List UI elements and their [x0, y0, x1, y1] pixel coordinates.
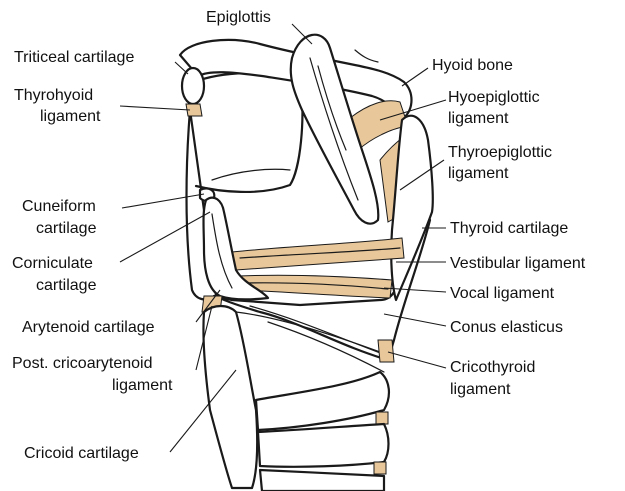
label-thyroepiglottic-2: ligament [448, 164, 508, 183]
leader-hyoid [402, 68, 428, 86]
label-vestibular: Vestibular ligament [450, 254, 585, 273]
leader-triticeal [175, 62, 188, 74]
label-corniculate-2: cartilage [36, 276, 96, 295]
label-vocal: Vocal ligament [450, 284, 554, 303]
trachea-ring-1 [256, 372, 389, 430]
label-hyoid: Hyoid bone [432, 56, 513, 75]
label-corniculate-1: Corniculate [12, 254, 93, 273]
label-cricoid: Cricoid cartilage [24, 444, 139, 463]
vestibular-ligament-shape [232, 238, 404, 270]
label-thyroid-cartilage: Thyroid cartilage [450, 219, 568, 238]
label-post-crico-1: Post. cricoarytenoid [12, 354, 153, 373]
trachea-ring-3 [260, 470, 384, 491]
triticeal-cartilage-shape [182, 68, 204, 104]
thyroid-notch-line [212, 169, 290, 180]
label-cuneiform-2: cartilage [36, 219, 96, 238]
label-hyoepiglottic-1: Hyoepiglottic [448, 88, 540, 107]
trachea-ligament-2 [374, 462, 386, 474]
cricothyroid-ligament-shape [378, 340, 394, 362]
thyroid-upper-edge [196, 73, 302, 192]
label-thyroepiglottic-1: Thyroepiglottic [448, 143, 552, 162]
label-thyrohyoid-2: ligament [40, 107, 100, 126]
label-epiglottis: Epiglottis [206, 8, 271, 27]
label-cricothyroid-2: ligament [450, 380, 510, 399]
leader-thyrohyoid [120, 106, 190, 110]
label-conus: Conus elasticus [450, 318, 563, 337]
leader-cricothyroid [388, 352, 446, 368]
hyoid-detail [355, 50, 378, 62]
label-post-crico-2: ligament [112, 376, 172, 395]
label-thyrohyoid-1: Thyrohyoid [14, 86, 93, 105]
trachea-ring-2 [258, 424, 389, 467]
label-cricothyroid-1: Cricothyroid [450, 358, 535, 377]
trachea-ligament-1 [376, 412, 388, 424]
cricoid-shape [203, 306, 257, 488]
label-arytenoid: Arytenoid cartilage [22, 318, 155, 337]
label-hyoepiglottic-2: ligament [448, 109, 508, 128]
label-cuneiform-1: Cuneiform [22, 197, 96, 216]
label-triticeal: Triticeal cartilage [14, 48, 134, 67]
